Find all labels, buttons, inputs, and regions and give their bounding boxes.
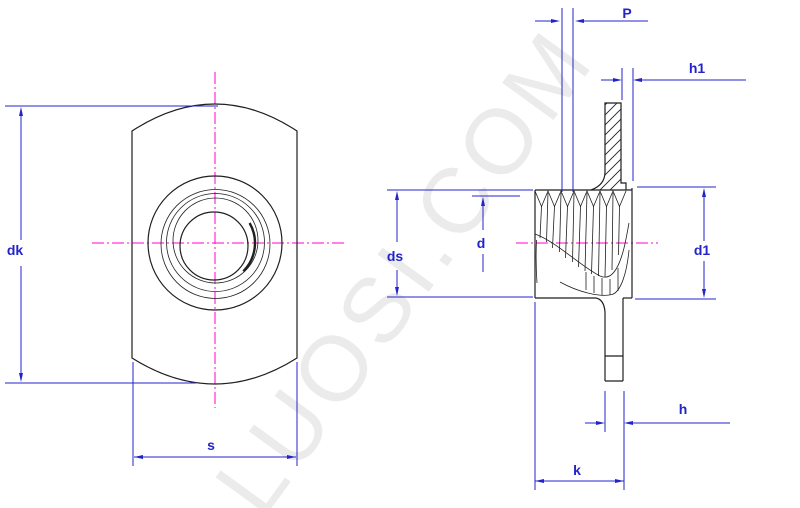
p-label: P — [622, 5, 631, 21]
dimension-h1: h1 — [601, 60, 746, 181]
h-label: h — [679, 401, 688, 417]
face-outline — [131, 103, 298, 385]
s-label: s — [207, 437, 215, 453]
stem-outline — [604, 298, 624, 382]
watermark-text: LUOSI.COM — [196, 11, 614, 508]
dimension-p: P — [535, 5, 648, 192]
d1-label: d1 — [694, 242, 711, 258]
d-label: d — [477, 235, 486, 251]
dimension-ds: ds — [387, 189, 533, 298]
face-view: dk s — [5, 72, 344, 466]
internal-thread — [534, 189, 630, 296]
dimension-k: k — [534, 302, 624, 490]
dimension-d: d — [472, 195, 520, 272]
dimension-h: h — [585, 391, 730, 490]
flange-outline — [534, 188, 633, 313]
dimension-dk: dk — [5, 105, 218, 384]
thread-runout-arc — [242, 222, 257, 273]
ds-label: ds — [387, 248, 404, 264]
dk-label: dk — [7, 242, 24, 258]
h1-label: h1 — [689, 60, 706, 76]
dimension-d1: d1 — [635, 186, 716, 300]
dimension-s: s — [132, 362, 298, 466]
k-label: k — [573, 462, 581, 478]
thread-hole-circles — [147, 175, 283, 311]
